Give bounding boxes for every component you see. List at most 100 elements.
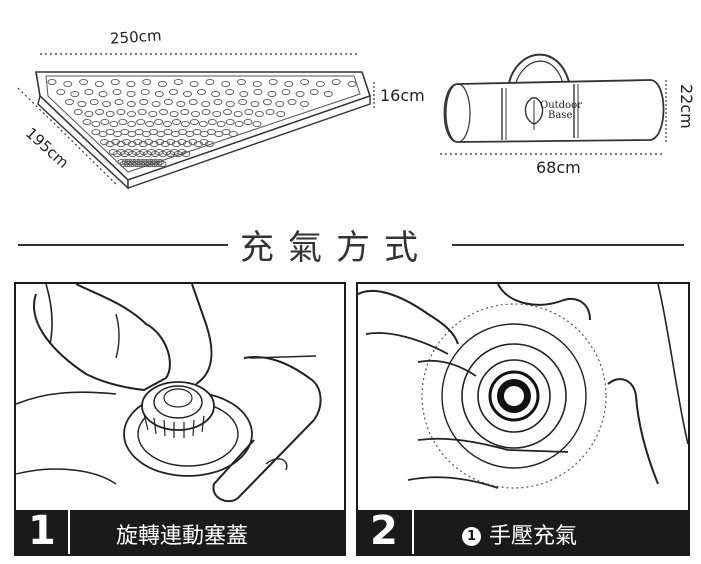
step-2-caption-wrap: 1 手壓充氣 xyxy=(462,518,577,550)
quilt-dot xyxy=(63,80,73,88)
quilt-dot xyxy=(180,108,190,116)
quilt-dot xyxy=(188,98,198,106)
quilt-dot xyxy=(145,120,155,128)
quilt-dot xyxy=(281,88,291,96)
quilt-dot xyxy=(176,100,186,108)
quilt-dot xyxy=(265,108,275,116)
quilt-dot xyxy=(213,98,223,106)
quilt-dot xyxy=(254,110,264,118)
quilt-dot xyxy=(122,138,132,146)
quilt-dot xyxy=(225,118,235,126)
quilt-dot xyxy=(168,88,178,96)
quilt-dot xyxy=(309,88,319,96)
quilt-dot xyxy=(233,110,243,118)
quilt-dot xyxy=(201,100,211,108)
quilt-dot xyxy=(126,80,136,88)
heading-rule-left xyxy=(18,244,228,246)
quilt-dot xyxy=(154,118,164,126)
quilt-dot xyxy=(225,100,235,108)
step-2-caption-bar: 2 1 手壓充氣 xyxy=(358,508,688,554)
quilt-dot xyxy=(116,140,126,148)
quilt-dot xyxy=(197,88,206,96)
quilt-dot xyxy=(253,88,263,96)
quilt-dot xyxy=(172,118,181,126)
quilt-dot xyxy=(136,118,146,126)
quilt-dot xyxy=(65,98,74,106)
quilt-dot xyxy=(234,120,244,128)
quilt-dot xyxy=(193,140,203,148)
quilt-dot xyxy=(300,100,309,108)
quilt-dot xyxy=(140,88,150,96)
mattress-thickness-label: 16cm xyxy=(380,86,425,105)
quilt-dot xyxy=(138,140,148,148)
quilt-dot xyxy=(98,90,108,98)
quilt-dot xyxy=(275,100,285,108)
quilt-dot xyxy=(82,118,92,126)
quilt-dot xyxy=(84,88,94,96)
quilt-dot xyxy=(95,108,105,116)
quilt-dot xyxy=(262,98,272,106)
quilt-dot xyxy=(228,130,238,138)
quilt-dot xyxy=(276,110,286,118)
quilt-dot xyxy=(225,88,235,96)
brand-logo: Outdoor Base xyxy=(540,101,582,121)
quilt-dot xyxy=(198,120,208,128)
step-1-caption: 旋轉連動塞蓋 xyxy=(116,524,249,549)
quilt-dot xyxy=(284,80,294,88)
quilt-dot xyxy=(267,90,277,98)
quilt-dot xyxy=(205,78,215,86)
quilt-dot xyxy=(216,120,226,128)
quilt-dot xyxy=(183,90,192,98)
quilt-dot xyxy=(100,138,109,146)
quilt-dot xyxy=(189,80,199,88)
step-2-illustration xyxy=(358,284,688,489)
quilt-dot xyxy=(221,80,231,88)
quilt-dot xyxy=(157,160,167,168)
bag-length-label: 68cm xyxy=(536,158,581,177)
quilt-dot xyxy=(77,100,87,108)
quilt-dot xyxy=(133,138,143,146)
quilt-dot xyxy=(109,120,119,128)
quilt-dot xyxy=(237,78,246,86)
quilt-dot xyxy=(79,78,89,86)
quilt-dot xyxy=(105,140,115,148)
mattress-diagram xyxy=(0,0,440,200)
quilt-dot xyxy=(211,90,221,98)
quilt-dot xyxy=(173,78,183,86)
quilt-dot xyxy=(287,98,297,106)
quilt-dot xyxy=(70,90,80,98)
quilt-dot xyxy=(116,108,126,116)
brand-line-2: Base xyxy=(548,110,573,121)
quilt-dot xyxy=(189,118,199,126)
mattress-length-label: 250cm xyxy=(109,26,163,48)
quilt-dot xyxy=(188,138,198,146)
quilt-dot xyxy=(223,108,232,116)
step-1-caption-bar: 1 旋轉連動塞蓋 xyxy=(16,508,344,554)
quilt-dot xyxy=(163,98,173,106)
quilt-dot xyxy=(169,110,179,118)
quilt-dot xyxy=(159,108,168,116)
quilt-dot xyxy=(110,78,120,86)
quilt-dot xyxy=(163,120,172,128)
quilt-dot xyxy=(84,110,94,118)
quilt-dot xyxy=(155,138,165,146)
quilt-dot xyxy=(199,138,209,146)
thickness-marker xyxy=(372,82,382,108)
step-2-panel: 2 1 手壓充氣 xyxy=(356,282,690,556)
quilt-dot xyxy=(100,118,110,126)
quilt-dot xyxy=(181,150,191,158)
section-title: 充氣方式 xyxy=(240,228,432,268)
quilt-dot xyxy=(148,110,158,118)
quilt-dot xyxy=(112,88,122,96)
quilt-dot xyxy=(177,138,187,146)
quilt-dot xyxy=(212,110,222,118)
step-2-caption: 手壓充氣 xyxy=(489,524,578,549)
quilt-dot xyxy=(191,110,200,118)
step-2-number: 2 xyxy=(370,508,398,554)
quilt-dot xyxy=(250,100,260,108)
quilt-dot xyxy=(171,140,181,148)
step-2-bullet-icon: 1 xyxy=(462,527,481,546)
quilt-dot xyxy=(142,78,152,86)
quilt-dot xyxy=(315,80,325,88)
step-1-panel: 1 旋轉連動塞蓋 xyxy=(14,282,346,556)
